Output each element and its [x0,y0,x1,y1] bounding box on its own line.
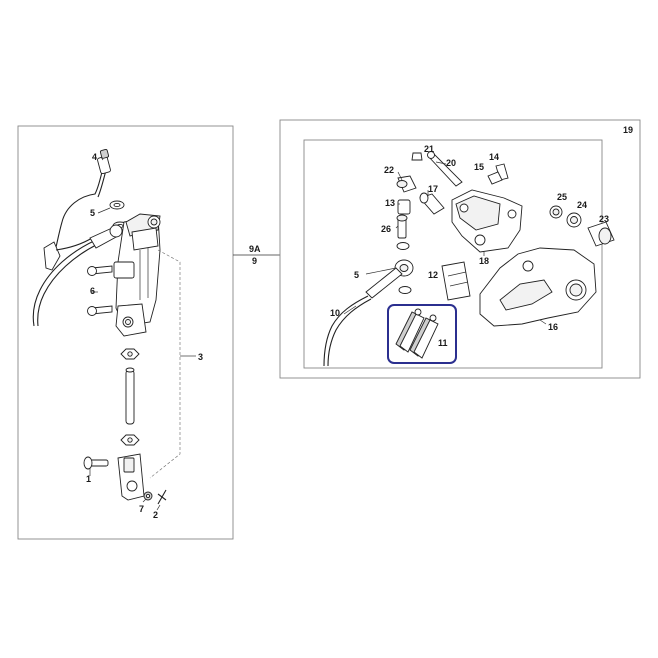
banjo-bolt-26-head [396,214,408,222]
caliper-outer-frame [279,119,641,379]
label-24: 24 [577,200,587,210]
label-5a: 5 [90,208,95,218]
nut-lower-hole [127,437,133,443]
body-shading [139,248,149,300]
spring-plate-12 [441,261,471,301]
hose-ferrule [365,267,403,299]
label-7: 7 [139,504,144,514]
clevis-pin-head [83,456,93,470]
label-21: 21 [424,144,434,154]
washer-7-hole [145,493,151,499]
sleeve-23-end [598,227,612,245]
label-2: 2 [153,510,158,520]
leader-5a [97,207,111,214]
bracket-axle-hole-inner [569,283,583,297]
brake-hose-10-inner [327,298,372,367]
label-1: 1 [86,474,91,484]
leader-7 [142,498,147,503]
clevis-slot [123,457,135,473]
caliper-mount-b [507,209,517,219]
label-11[interactable]: 11 [438,338,448,348]
washer-5a-hole [113,202,121,208]
label-14: 14 [489,152,499,162]
fitting-15 [487,171,503,185]
banjo-ring [109,224,123,238]
label-10: 10 [330,308,340,318]
label-25: 25 [557,192,567,202]
leader-26 [395,225,399,229]
label-12: 12 [428,270,438,280]
push-rod-end [125,367,135,373]
label-9a: 9A [249,244,261,254]
caliper-piston-port [474,234,486,246]
label-18: 18 [479,256,489,266]
leader-20 [435,161,447,165]
bleed-screw-22-head [396,180,408,188]
label-16: 16 [548,322,558,332]
label-3: 3 [198,352,203,362]
leader-16 [539,319,547,325]
leader-5b [365,267,397,275]
label-17: 17 [428,184,438,194]
pad-pin-20 [427,153,463,187]
split-pin-2 [157,489,167,505]
bleed-cap-21 [411,152,423,161]
seal-25-hole [552,208,560,216]
screw-6b-head [87,306,97,316]
top-port-inner [150,218,158,226]
washer-5c [396,242,410,250]
label-22: 22 [384,165,394,175]
feed-hose-inner [37,243,99,327]
master-cylinder-frame [17,125,234,540]
spring-plate-fold [447,271,469,287]
leader-22 [397,171,403,181]
hose-connector-4 [97,155,111,175]
label-9: 9 [252,256,257,266]
caliper-body-face [455,195,501,231]
brake-pad-b-plate [413,319,439,359]
brake-pad-a-tab [414,308,422,316]
label-20: 20 [446,158,456,168]
caliper-bracket-slot [499,279,553,311]
switch-plug [43,241,61,271]
label-19: 19 [623,125,633,135]
caliper-mount-a [459,203,469,213]
switch-block [113,261,135,279]
hose-connector-tip [99,148,110,159]
reservoir-hose [51,167,104,263]
washer-5d [398,286,412,294]
assembly-outline [149,249,181,479]
switch-wire [55,237,93,251]
bolt-13 [397,199,411,215]
feed-hose [32,239,97,327]
bolt-17-head [419,192,429,204]
reservoir-cap [131,227,159,251]
label-13: 13 [385,198,395,208]
leader-10 [343,305,357,315]
label-15: 15 [474,162,484,172]
label-4: 4 [92,152,97,162]
seal-24-hole [570,216,578,224]
label-26: 26 [381,224,391,234]
screw-6a-head [87,266,97,276]
brake-pads-highlight[interactable] [387,304,457,364]
brake-pad-b-tab [429,314,437,322]
caliper-inner-frame [303,139,603,369]
label-23: 23 [599,214,609,224]
push-rod [125,369,135,425]
leader-2 [156,504,161,511]
nut-upper-hole [127,351,133,357]
leader-4 [100,156,104,161]
pad-pin-20-head [427,151,435,159]
banjo-eye-inner [399,264,409,272]
label-6: 6 [90,286,95,296]
brake-pad-a-plate [399,313,425,353]
clevis-hole [126,480,138,492]
label-5b: 5 [354,270,359,280]
bracket-stud [522,260,534,272]
mount-hole-upper-inner [125,319,131,325]
brake-hose-10 [323,295,369,367]
